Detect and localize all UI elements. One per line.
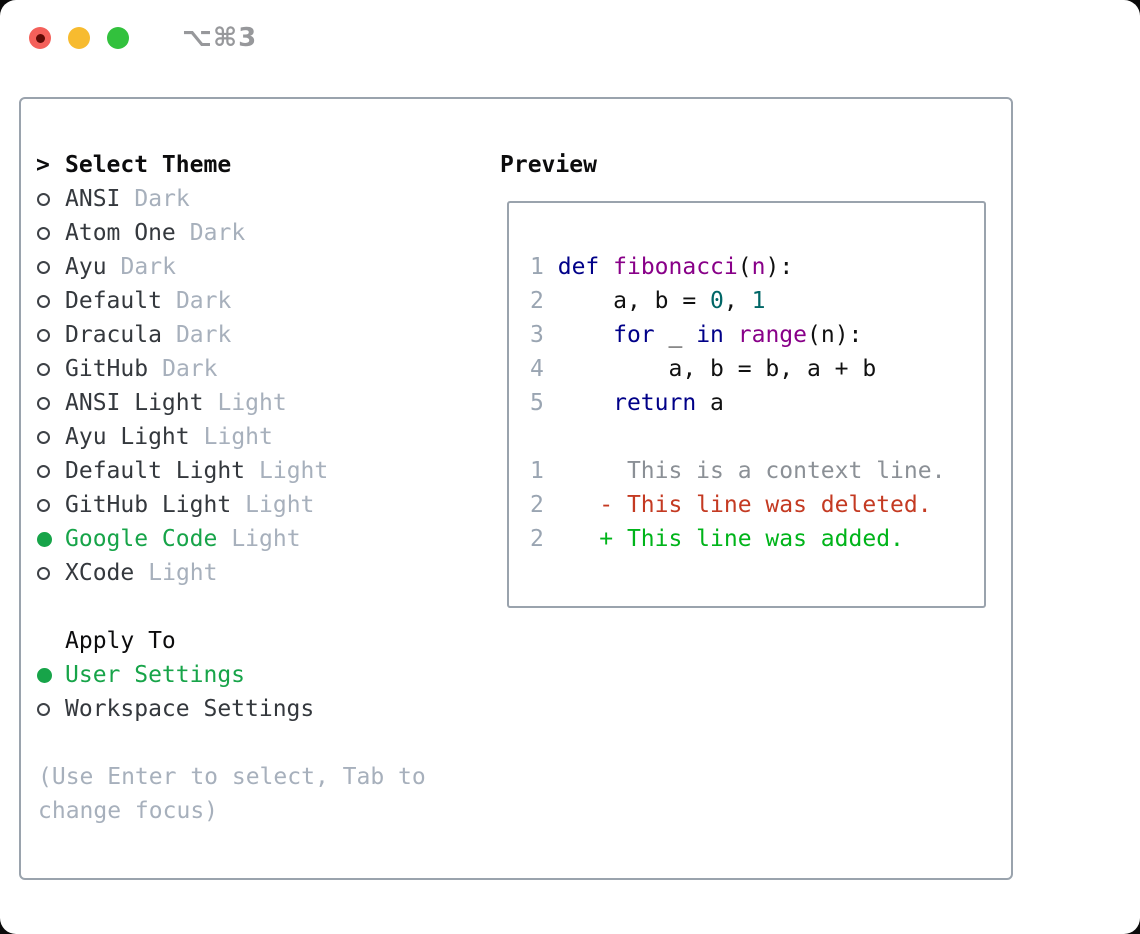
spacer bbox=[36, 590, 476, 624]
radio-selected-icon bbox=[36, 667, 65, 683]
close-button[interactable] bbox=[29, 27, 51, 49]
code-line: 5 return a bbox=[530, 390, 724, 416]
code-line: 2 a, b = 0, 1 bbox=[530, 288, 766, 314]
theme-variant-badge: Dark bbox=[189, 220, 246, 246]
spacer bbox=[36, 726, 476, 760]
theme-option-ayu-label: Ayu bbox=[65, 254, 107, 280]
preview-box: 1 def fibonacci(n): 2 a, b = 0, 1 3 for _ … bbox=[507, 201, 986, 608]
theme-variant-badge: Light bbox=[231, 526, 301, 552]
theme-option-google-code[interactable]: Google Code Light bbox=[36, 522, 476, 556]
theme-option-ansi-label: ANSI bbox=[65, 186, 121, 212]
radio-icon bbox=[36, 566, 65, 580]
prompt-icon: > bbox=[36, 152, 50, 178]
minimize-button[interactable] bbox=[68, 27, 90, 49]
radio-selected-icon bbox=[36, 531, 65, 547]
radio-icon bbox=[36, 294, 65, 308]
radio-icon bbox=[36, 328, 65, 342]
window-titlebar: ⌥⌘3 bbox=[29, 23, 258, 53]
theme-option-ansi[interactable]: ANSI Dark bbox=[36, 182, 476, 216]
theme-option-default-label: Default bbox=[65, 288, 162, 314]
code-line: 2 - This line was deleted. bbox=[530, 492, 932, 518]
theme-option-ayu-light-label: Ayu Light bbox=[65, 424, 190, 450]
code-line: 4 a, b = b, a + b bbox=[530, 356, 877, 382]
code-line: 1 This is a context line. bbox=[530, 458, 946, 484]
theme-variant-badge: Dark bbox=[162, 356, 218, 382]
select-theme-header: > Select Theme bbox=[36, 148, 476, 182]
radio-icon bbox=[36, 362, 65, 376]
theme-option-default[interactable]: Default Dark bbox=[36, 284, 476, 318]
apply-to-title: Apply To bbox=[65, 628, 176, 654]
apply-option-user-settings-label: User Settings bbox=[65, 662, 246, 688]
theme-variant-badge: Light bbox=[245, 492, 315, 518]
code-line: 1 def fibonacci(n): bbox=[530, 254, 794, 280]
theme-variant-badge: Dark bbox=[134, 186, 190, 212]
theme-variant-badge: Dark bbox=[175, 322, 232, 348]
theme-option-dracula[interactable]: Dracula Dark bbox=[36, 318, 476, 352]
theme-variant-badge: Light bbox=[203, 424, 273, 450]
radio-icon bbox=[36, 702, 65, 716]
radio-icon bbox=[36, 192, 65, 206]
theme-variant-badge: Light bbox=[148, 560, 218, 586]
theme-option-default-light[interactable]: Default Light Light bbox=[36, 454, 476, 488]
theme-option-github-light-label: GitHub Light bbox=[65, 492, 232, 518]
theme-option-xcode[interactable]: XCode Light bbox=[36, 556, 476, 590]
window-title: ⌥⌘3 bbox=[182, 23, 258, 53]
help-text: (Use Enter to select, Tab to change focu… bbox=[38, 764, 426, 824]
radio-icon bbox=[36, 226, 65, 240]
preview-code: 1 def fibonacci(n): 2 a, b = 0, 1 3 for _ … bbox=[509, 203, 984, 556]
apply-option-workspace-settings[interactable]: Workspace Settings bbox=[36, 692, 476, 726]
theme-option-atom-one[interactable]: Atom One Dark bbox=[36, 216, 476, 250]
apply-to-header: Apply To bbox=[36, 624, 476, 658]
theme-option-ayu-light[interactable]: Ayu Light Light bbox=[36, 420, 476, 454]
radio-icon bbox=[36, 430, 65, 444]
theme-option-xcode-label: XCode bbox=[65, 560, 135, 586]
theme-option-ayu[interactable]: Ayu Dark bbox=[36, 250, 476, 284]
theme-option-dracula-label: Dracula bbox=[65, 322, 162, 348]
theme-option-github-light[interactable]: GitHub Light Light bbox=[36, 488, 476, 522]
code-line bbox=[530, 420, 984, 454]
theme-option-atom-one-label: Atom One bbox=[65, 220, 176, 246]
theme-option-github[interactable]: GitHub Dark bbox=[36, 352, 476, 386]
theme-option-ansi-light-label: ANSI Light bbox=[65, 390, 204, 416]
select-theme-title: Select Theme bbox=[65, 152, 232, 178]
zoom-button[interactable] bbox=[107, 27, 129, 49]
theme-variant-badge: Dark bbox=[120, 254, 176, 280]
record-dot-icon bbox=[35, 33, 45, 43]
apply-option-workspace-settings-label: Workspace Settings bbox=[65, 696, 315, 722]
radio-icon bbox=[36, 396, 65, 410]
preview-title: Preview bbox=[500, 152, 597, 178]
radio-icon bbox=[36, 464, 65, 478]
code-line: 2 + This line was added. bbox=[530, 526, 904, 552]
theme-option-ansi-light[interactable]: ANSI Light Light bbox=[36, 386, 476, 420]
theme-option-default-light-label: Default Light bbox=[65, 458, 246, 484]
radio-icon bbox=[36, 260, 65, 274]
apply-option-user-settings[interactable]: User Settings bbox=[36, 658, 476, 692]
radio-icon bbox=[36, 498, 65, 512]
theme-variant-badge: Light bbox=[217, 390, 287, 416]
theme-variant-badge: Dark bbox=[175, 288, 232, 314]
theme-variant-badge: Light bbox=[259, 458, 329, 484]
theme-option-google-code-label: Google Code bbox=[65, 526, 218, 552]
theme-option-github-label: GitHub bbox=[65, 356, 149, 382]
code-line: 3 for _ in range(n): bbox=[530, 322, 863, 348]
